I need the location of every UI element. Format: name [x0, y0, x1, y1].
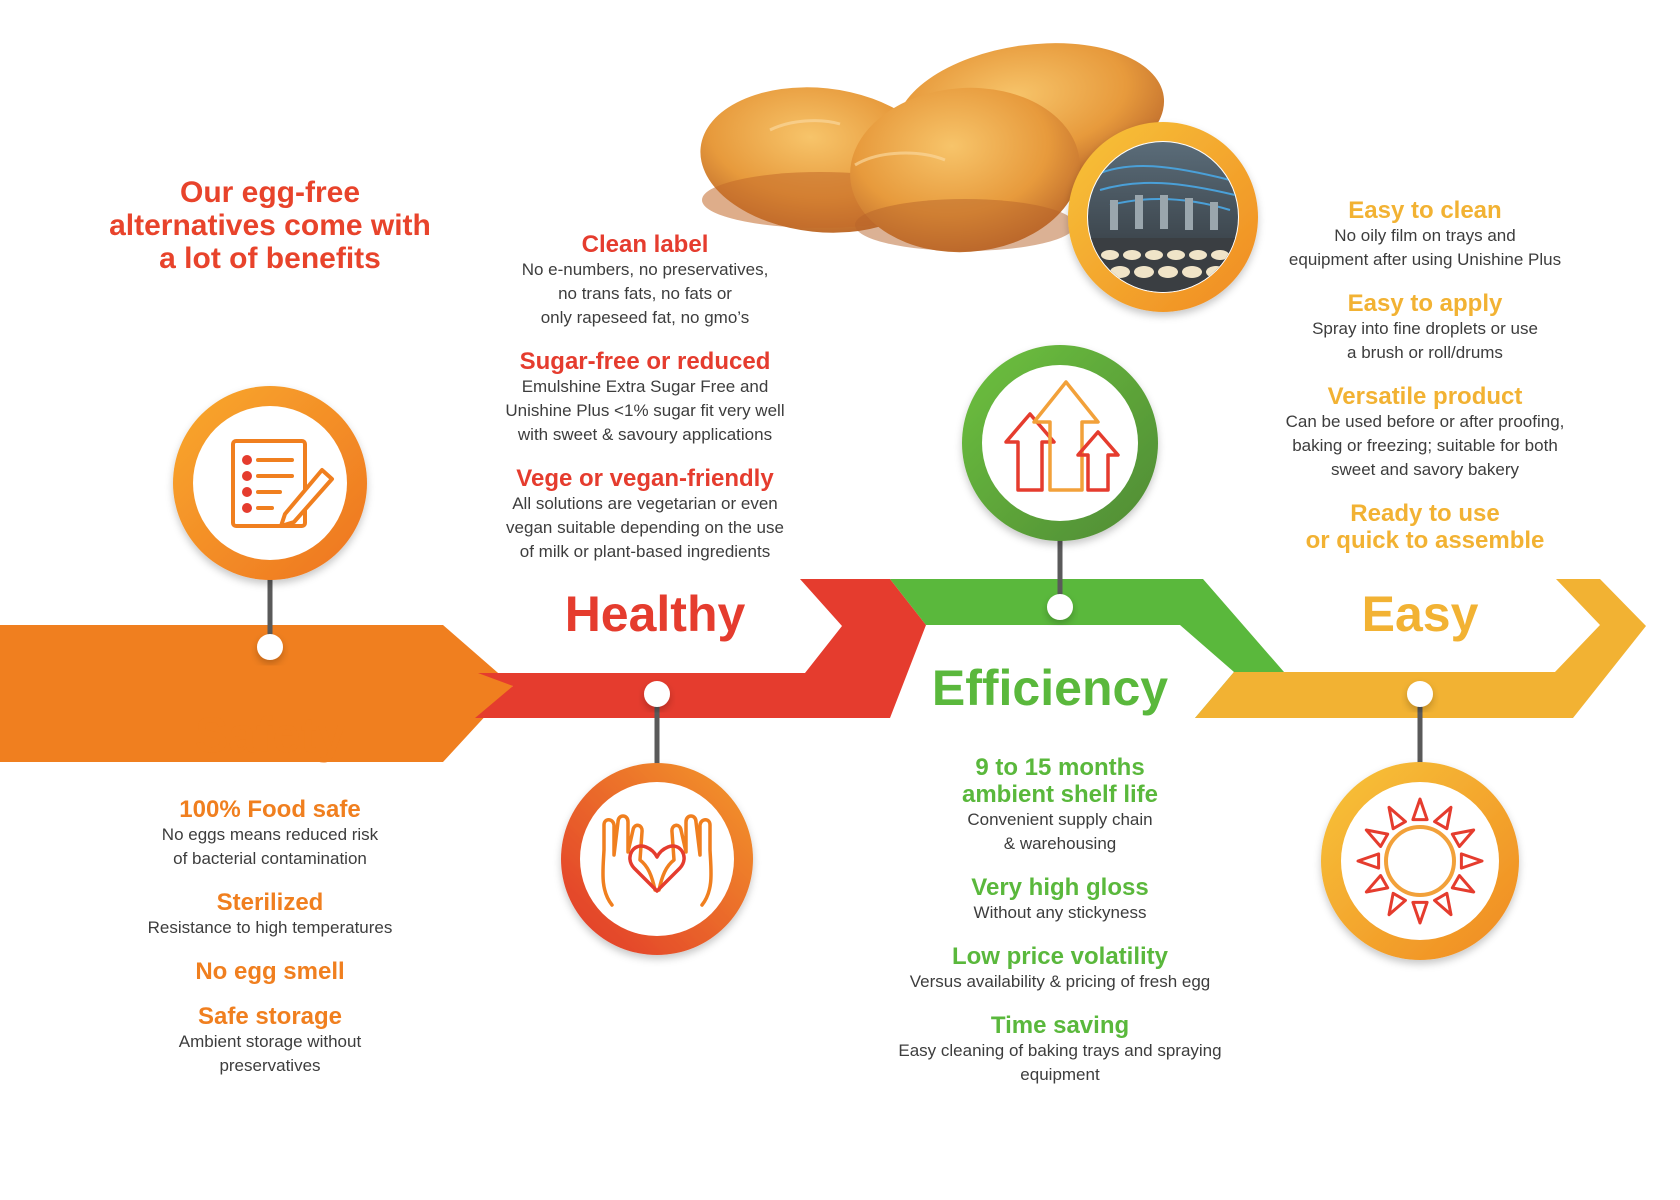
benefit-title: Sugar-free or reduced: [519, 348, 771, 375]
benefit-desc: Spray into fine droplets or use a brush …: [1312, 319, 1538, 362]
ribbon-healthy: [475, 579, 926, 718]
benefit-desc: No oily film on trays and equipment afte…: [1288, 226, 1562, 269]
hands-heart-icon: [601, 814, 713, 907]
easy-node: [1321, 681, 1519, 960]
easy-benefits: Easy to clean No oily film on trays and …: [1245, 197, 1605, 572]
stage-title-safety: Safety: [194, 707, 346, 763]
stage-title-efficiency: Efficiency: [931, 660, 1169, 716]
benefit-desc: Ambient storage without preservatives: [178, 1032, 362, 1075]
sun-ray: [1450, 874, 1476, 894]
benefit-desc: Resistance to high temperatures: [147, 918, 393, 937]
benefit-title: Time saving: [990, 1012, 1130, 1039]
efficiency-node: [962, 345, 1158, 620]
benefit-title: Versatile product: [1327, 383, 1523, 410]
benefit-desc: No eggs means reduced risk of bacterial …: [161, 825, 379, 868]
growth-arrows-icon: [1004, 380, 1120, 492]
benefit-desc: Convenient supply chain & warehousing: [967, 810, 1153, 853]
healthy-pin: [644, 681, 670, 707]
benefit-item: 100% Food safe No eggs means reduced ris…: [115, 796, 425, 871]
sun-ray: [1364, 828, 1390, 848]
benefit-item: Low price volatility Versus availability…: [880, 943, 1240, 994]
benefit-title: Very high gloss: [971, 874, 1149, 901]
benefit-item: No egg smell: [115, 958, 425, 985]
benefit-title: Clean label: [581, 231, 709, 258]
safety-pin: [257, 634, 283, 660]
sun-ray: [1433, 805, 1453, 831]
benefit-item: Clean label No e-numbers, no preservativ…: [475, 231, 815, 330]
benefit-title: Low price volatility: [951, 943, 1169, 970]
benefit-item: Very high gloss Without any stickyness: [880, 874, 1240, 925]
benefit-item: Sterilized Resistance to high temperatur…: [115, 889, 425, 940]
sun-ray: [1433, 891, 1453, 917]
benefit-desc: No e-numbers, no preservatives, no trans…: [521, 260, 769, 327]
checklist-pencil-icon: [231, 439, 334, 528]
benefit-title: Easy to apply: [1347, 290, 1503, 317]
benefit-item: Ready to use or quick to assemble: [1245, 500, 1605, 554]
easy-disc: [1341, 782, 1499, 940]
sun-ray: [1387, 891, 1407, 917]
benefit-title: Vege or vegan-friendly: [516, 465, 774, 492]
benefit-title: Easy to clean: [1348, 197, 1502, 224]
sun-ray: [1459, 852, 1484, 870]
easy-pin: [1407, 681, 1433, 707]
efficiency-pin: [1047, 594, 1073, 620]
benefit-item: Vege or vegan-friendly All solutions are…: [475, 465, 815, 564]
ribbon-efficiency: [858, 579, 1284, 718]
sun-ray: [1356, 852, 1381, 870]
ribbon-safety-segment: [0, 625, 513, 762]
benefit-desc: Emulshine Extra Sugar Free and Unishine …: [505, 377, 785, 444]
sun-ray: [1450, 828, 1476, 848]
benefit-item: Easy to clean No oily film on trays and …: [1245, 197, 1605, 272]
production-line-photo: [1068, 122, 1258, 312]
benefit-title: 9 to 15 months ambient shelf life: [961, 754, 1159, 808]
ribbon-easy: [1195, 579, 1646, 718]
benefit-item: Sugar-free or reduced Emulshine Extra Su…: [475, 348, 815, 447]
healthy-node: [561, 681, 753, 955]
benefit-title: 100% Food safe: [179, 796, 361, 823]
safety-benefits: 100% Food safe No eggs means reduced ris…: [115, 796, 425, 1096]
sun-ray: [1387, 805, 1407, 831]
timeline-ribbon: [0, 579, 1646, 762]
benefit-item: Time saving Easy cleaning of baking tray…: [880, 1012, 1240, 1087]
benefit-item: Easy to apply Spray into fine droplets o…: [1245, 290, 1605, 365]
benefit-item: 9 to 15 months ambient shelf life Conven…: [880, 754, 1240, 856]
pastry-photo: [700, 43, 1165, 253]
safety-node: [173, 386, 367, 660]
benefit-title: Safe storage: [197, 1003, 343, 1030]
benefit-title: Ready to use or quick to assemble: [1305, 500, 1545, 554]
benefit-desc: Without any stickyness: [973, 903, 1147, 922]
benefit-item: Safe storage Ambient storage without pre…: [115, 1003, 425, 1078]
benefit-desc: Can be used before or after proofing, ba…: [1285, 412, 1565, 479]
stage-title-healthy: Healthy: [564, 586, 746, 642]
stage-title-easy: Easy: [1361, 586, 1479, 642]
benefit-desc: All solutions are vegetarian or even veg…: [506, 494, 784, 561]
efficiency-disc: [982, 365, 1138, 521]
benefit-title: Sterilized: [216, 889, 324, 916]
healthy-benefits: Clean label No e-numbers, no preservativ…: [475, 231, 815, 582]
headline: Our egg-free alternatives come with a lo…: [109, 176, 431, 275]
benefit-title: No egg smell: [195, 958, 345, 985]
benefit-desc: Easy cleaning of baking trays and sprayi…: [898, 1041, 1222, 1084]
sun-ray: [1364, 874, 1390, 894]
sun-icon: [1356, 797, 1484, 925]
sun-ray: [1411, 900, 1429, 925]
benefit-desc: Versus availability & pricing of fresh e…: [909, 972, 1211, 991]
sun-ray: [1411, 797, 1429, 822]
benefit-item: Versatile product Can be used before or …: [1245, 383, 1605, 482]
efficiency-benefits: 9 to 15 months ambient shelf life Conven…: [880, 754, 1240, 1105]
